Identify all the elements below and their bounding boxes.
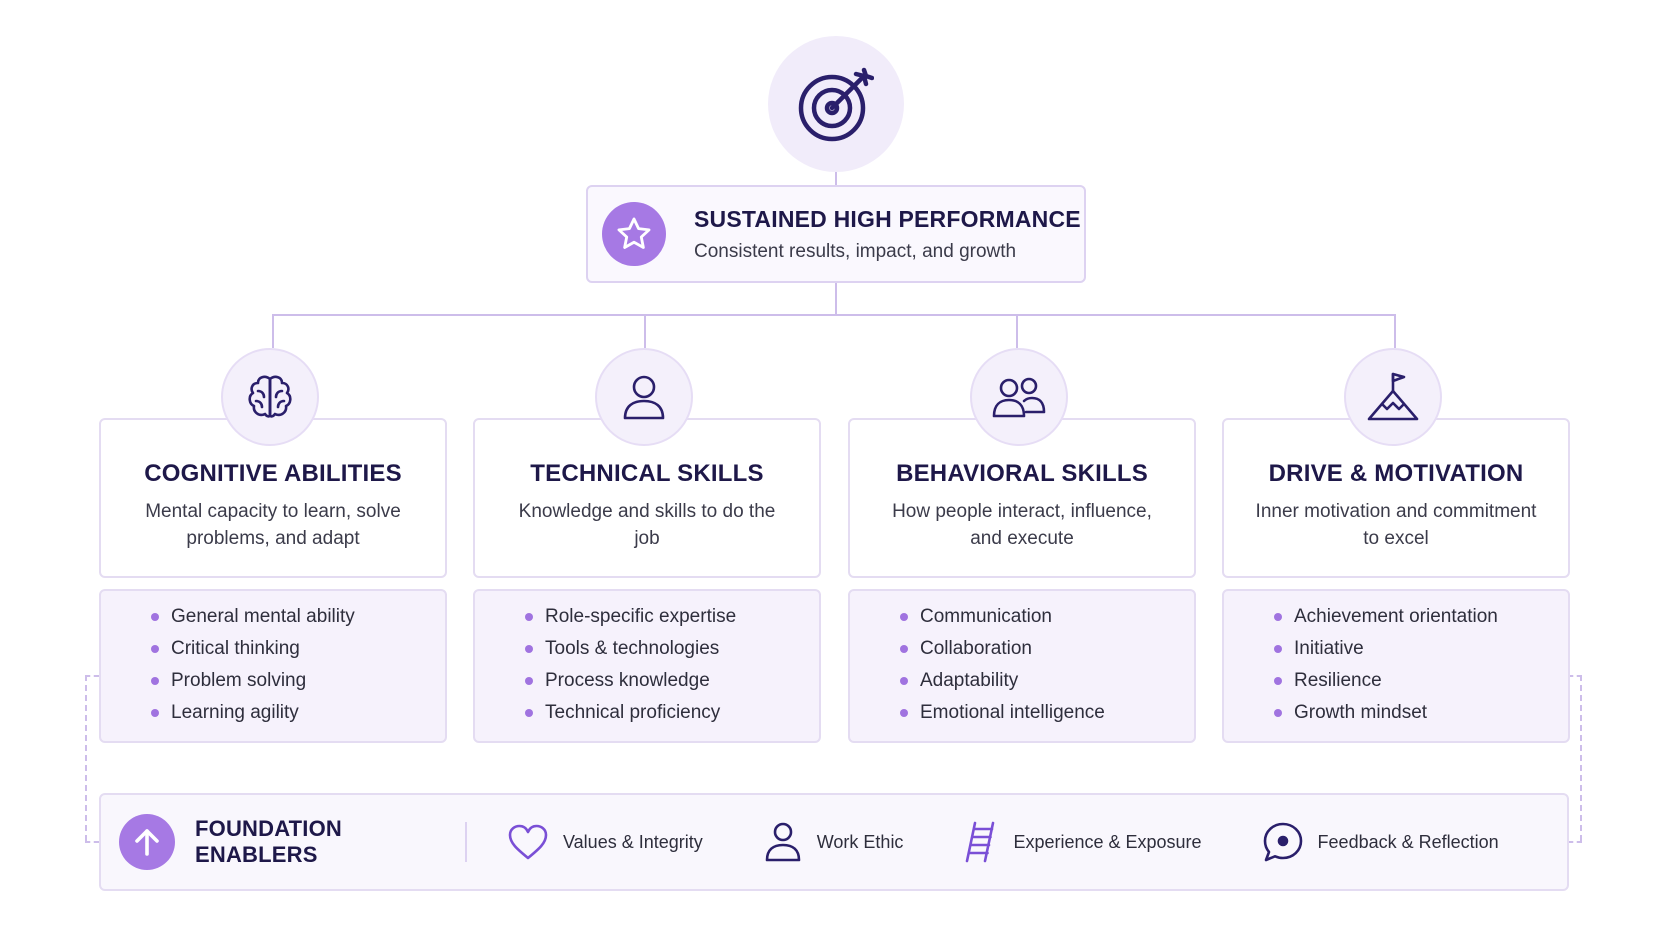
- pillar-icon-circle: [595, 348, 693, 446]
- list-item: Collaboration: [900, 633, 1194, 665]
- star-icon: [617, 217, 651, 249]
- pillar-icon-circle: [970, 348, 1068, 446]
- dashed-left: [85, 675, 87, 841]
- connector-pillar-4: [1394, 314, 1396, 348]
- list-item: Problem solving: [151, 665, 445, 697]
- chat-bubble-icon: [1263, 822, 1302, 862]
- people-icon: [992, 377, 1046, 418]
- list-item: General mental ability: [151, 601, 445, 633]
- dashed-left-top: [85, 675, 99, 677]
- pillar-description: Knowledge and skills to do the job: [518, 501, 776, 549]
- pillar-list: Communication Collaboration Adaptability…: [848, 589, 1196, 743]
- list-item: Technical proficiency: [525, 697, 819, 729]
- list-item: Communication: [900, 601, 1194, 633]
- sustained-performance-card: SUSTAINED HIGH PERFORMANCE Consistent re…: [586, 185, 1086, 283]
- connector-pillar-1: [272, 314, 274, 348]
- list-item: Emotional intelligence: [900, 697, 1194, 729]
- list-item: Adaptability: [900, 665, 1194, 697]
- target-icon: [798, 67, 874, 142]
- ladder-icon: [966, 821, 995, 863]
- enabler-label: Experience & Exposure: [1013, 831, 1202, 852]
- list-item: Process knowledge: [525, 665, 819, 697]
- pillar-description: How people interact, influence, and exec…: [892, 501, 1152, 549]
- connector-bus: [272, 314, 1396, 316]
- list-item: Learning agility: [151, 697, 445, 729]
- foundation-title: FOUNDATION ENABLERS: [195, 816, 343, 867]
- dashed-right: [1580, 675, 1582, 841]
- person-icon: [623, 375, 665, 420]
- pillar-description: Inner motivation and commitment to excel: [1255, 501, 1537, 549]
- dashed-right-bottom: [1568, 841, 1582, 843]
- list-item: Tools & technologies: [525, 633, 819, 665]
- top-title: SUSTAINED HIGH PERFORMANCE: [694, 205, 1081, 232]
- list-item: Role-specific expertise: [525, 601, 819, 633]
- enabler-work-ethic: Work Ethic: [763, 821, 904, 863]
- dashed-right-top: [1568, 675, 1582, 677]
- dashed-left-bottom: [85, 841, 99, 843]
- pillar-title: DRIVE & MOTIVATION: [1268, 460, 1524, 487]
- enabler-label: Values & Integrity: [563, 831, 703, 852]
- connector-pillar-2: [644, 314, 646, 348]
- list-item: Achievement orientation: [1274, 601, 1568, 633]
- brain-icon: [248, 375, 292, 418]
- pillar-title: COGNITIVE ABILITIES: [144, 460, 402, 487]
- person-icon: [765, 822, 801, 862]
- foundation-enablers-bar: FOUNDATION ENABLERS Values & Integrity W…: [99, 793, 1569, 891]
- mountain-flag-icon: [1367, 372, 1419, 421]
- enabler-label: Feedback & Reflection: [1317, 831, 1499, 852]
- list-item: Resilience: [1274, 665, 1568, 697]
- pillar-list: General mental ability Critical thinking…: [99, 589, 447, 743]
- pillar-description: Mental capacity to learn, solve problems…: [145, 501, 401, 549]
- connector-pillar-3: [1016, 314, 1018, 348]
- list-item: Critical thinking: [151, 633, 445, 665]
- heart-icon: [508, 824, 548, 860]
- enabler-values: Values & Integrity: [507, 823, 703, 861]
- list-item: Initiative: [1274, 633, 1568, 665]
- enabler-label: Work Ethic: [816, 831, 904, 852]
- pillar-list: Role-specific expertise Tools & technolo…: [473, 589, 821, 743]
- pillar-title: BEHAVIORAL SKILLS: [896, 460, 1148, 487]
- connector-top-to-bus: [835, 283, 837, 316]
- connector-target-to-top: [835, 172, 837, 186]
- pillar-title: TECHNICAL SKILLS: [530, 460, 764, 487]
- pillar-header-card: COGNITIVE ABILITIES Mental capacity to l…: [99, 418, 447, 578]
- target-icon-circle: [768, 36, 904, 172]
- top-subtitle: Consistent results, impact, and growth: [694, 240, 1017, 262]
- enabler-experience: Experience & Exposure: [963, 821, 1202, 863]
- pillar-icon-circle: [221, 348, 319, 446]
- arrow-up-icon: [135, 829, 159, 856]
- pillar-icon-circle: [1344, 348, 1442, 446]
- arrow-up-badge: [119, 814, 175, 870]
- pillar-list: Achievement orientation Initiative Resil…: [1222, 589, 1570, 743]
- foundation-divider: [465, 822, 467, 862]
- list-item: Growth mindset: [1274, 697, 1568, 729]
- enabler-feedback: Feedback & Reflection: [1262, 821, 1499, 863]
- star-badge: [602, 202, 666, 266]
